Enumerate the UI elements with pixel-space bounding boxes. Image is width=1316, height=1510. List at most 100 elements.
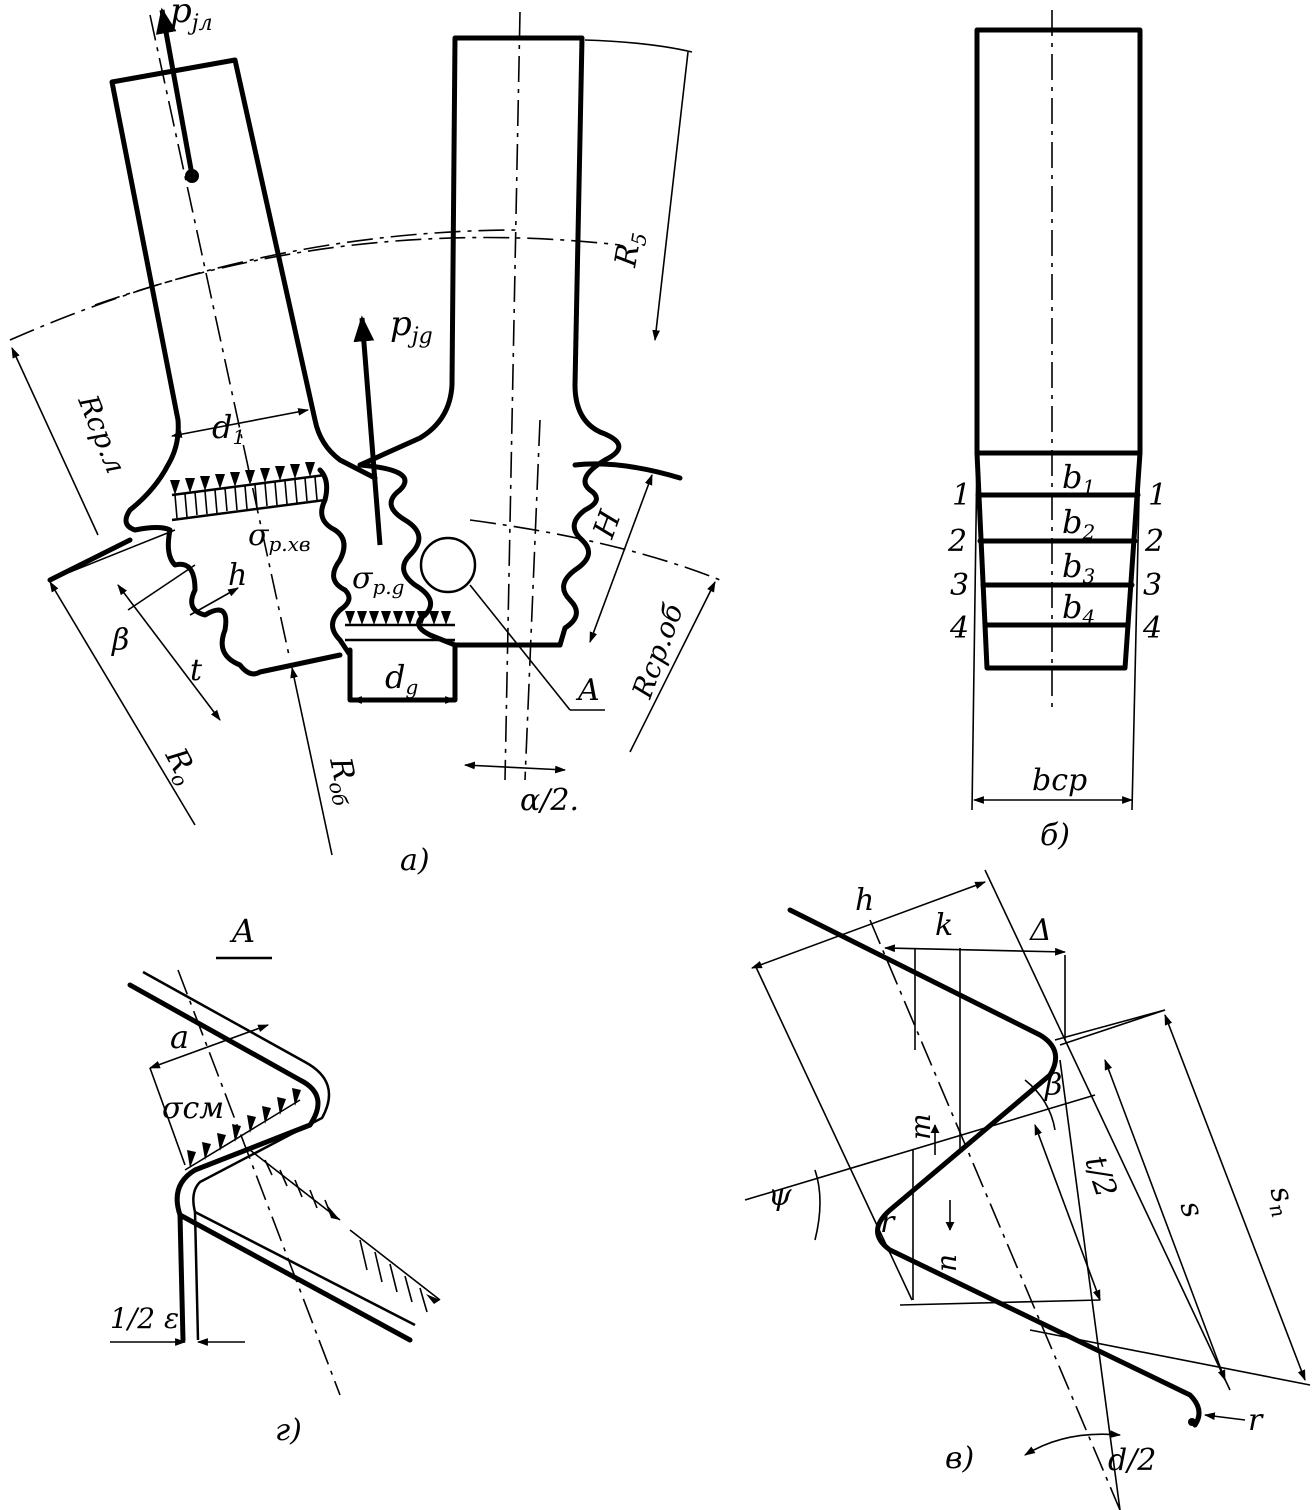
dim-a <box>148 1024 270 1069</box>
panel-a: pjл pjg R5 Rср.л d1 σр.хв σр.g h β t dg … <box>9 0 721 878</box>
axis-left-blade <box>149 14 291 661</box>
label-r-small: r <box>880 1205 896 1240</box>
dim-d1 <box>170 408 310 438</box>
ext-a <box>149 1067 186 1166</box>
section-label-right-1: 1 <box>1148 478 1167 513</box>
dim-s-n <box>1164 1013 1306 1382</box>
stress-diagram-triangles <box>249 1149 441 1313</box>
caption-g: г) <box>275 1413 302 1448</box>
label-t2: t/2 <box>1077 1152 1123 1202</box>
line-psi <box>744 1094 1096 1201</box>
arc-d2 <box>1024 1430 1122 1456</box>
caption-v: в) <box>945 1441 974 1476</box>
section-label-right-2: 2 <box>1144 524 1164 559</box>
blade-b-root <box>974 450 1143 671</box>
section-label-left-2: 2 <box>947 524 967 559</box>
axis-v <box>869 919 1121 1510</box>
label-psi: ψ <box>768 1178 792 1213</box>
label-r-sr-l: Rср.л <box>71 389 132 478</box>
section-label-left-4: 4 <box>949 611 969 646</box>
stress-diagram-sigma-sm <box>184 1088 301 1171</box>
dim-r-sr-l <box>11 347 99 536</box>
label-s: s <box>1172 1197 1210 1222</box>
label-r5: R5 <box>608 229 652 271</box>
profile-g-outer <box>127 982 413 1343</box>
dim-h-v <box>750 881 987 969</box>
label-H: H <box>586 505 628 543</box>
dim-beta <box>127 564 196 611</box>
dim-k <box>883 944 1067 956</box>
arc-r5 <box>94 236 621 306</box>
arc-psi <box>814 1169 821 1241</box>
section-label-left-1: 1 <box>952 478 971 513</box>
axis-right-tilted <box>524 419 541 781</box>
label-h-v: h <box>855 883 874 918</box>
right-blade-serrations-left <box>357 462 563 648</box>
label-b3: b3 <box>1062 547 1095 588</box>
line-s-bottom <box>1029 1329 1311 1386</box>
line-beta <box>1059 1009 1166 1046</box>
caption-b: б) <box>1040 818 1070 853</box>
label-k: k <box>935 908 953 943</box>
label-r0: Rо <box>155 741 205 790</box>
ext-right-b <box>1131 452 1141 811</box>
label-r-ob: Rоб <box>319 753 366 808</box>
label-s-n: sп <box>1260 1182 1305 1221</box>
section-label-left-3: 3 <box>950 568 969 603</box>
profile-g-inner <box>142 970 416 1327</box>
dim-t <box>117 584 221 721</box>
label-b1: b1 <box>1062 458 1095 499</box>
ref-line-left <box>754 964 913 1301</box>
dim-H <box>589 473 653 644</box>
arc-r-sr-l <box>9 229 521 341</box>
force-arrow-p-jl <box>155 7 195 176</box>
panel-v: h k Δ β m ψ r n t/2 s sп d/2 r в) <box>744 869 1311 1510</box>
stress-diagram-sigma-hv <box>170 462 326 522</box>
label-a: a <box>170 1018 189 1056</box>
force-point-p-jl <box>185 169 199 183</box>
label-alpha: α/2. <box>520 783 579 818</box>
blade-b-body <box>974 27 1143 456</box>
g-left-edge <box>177 1212 186 1343</box>
label-h: h <box>228 558 247 593</box>
panel-g: A a σсм 1/2 ε г) <box>110 912 441 1448</box>
dim-r-sr-ob <box>629 581 716 753</box>
dim-h <box>189 587 239 616</box>
dim-s <box>1104 1058 1226 1382</box>
arc-beta-v <box>1024 1079 1056 1131</box>
right-blade-outline <box>357 35 622 648</box>
label-p-jg: pjg <box>390 304 433 349</box>
arc-top-shroud <box>584 39 693 53</box>
label-dg: dg <box>385 658 418 699</box>
label-r-end: r <box>1248 1403 1264 1438</box>
section-label-right-4: 4 <box>1142 611 1162 646</box>
caption-a: а) <box>400 843 430 878</box>
label-A: A <box>575 673 600 708</box>
label-A-g: A <box>229 912 255 950</box>
dim-r-ob <box>290 666 333 856</box>
label-d2: d/2 <box>1108 1443 1156 1478</box>
label-n-v: n <box>930 1254 963 1272</box>
label-eps: 1/2 ε <box>110 1302 179 1335</box>
label-sigma-sm: σсм <box>162 1091 224 1126</box>
axis-right-blade <box>504 11 521 781</box>
ext-left-b <box>971 452 978 811</box>
label-beta-v: β <box>1044 1068 1062 1103</box>
axis-g <box>177 969 341 1396</box>
label-sigma-hv: σр.хв <box>248 518 311 556</box>
dim-r5 <box>652 51 689 342</box>
detail-circle-A <box>419 536 477 594</box>
left-platform <box>47 537 133 583</box>
left-blade-serrations <box>317 467 353 658</box>
left-blade-outline <box>109 57 378 677</box>
label-d1: d1 <box>212 408 245 449</box>
label-b2: b2 <box>1062 503 1095 544</box>
section-label-right-3: 3 <box>1143 568 1162 603</box>
label-beta: β <box>111 623 129 658</box>
label-b4: b4 <box>1062 588 1095 629</box>
line-top-ext <box>1054 1009 1166 1041</box>
dim-t2 <box>1034 1123 1101 1302</box>
label-t: t <box>190 653 203 688</box>
dim-alpha <box>463 761 567 774</box>
